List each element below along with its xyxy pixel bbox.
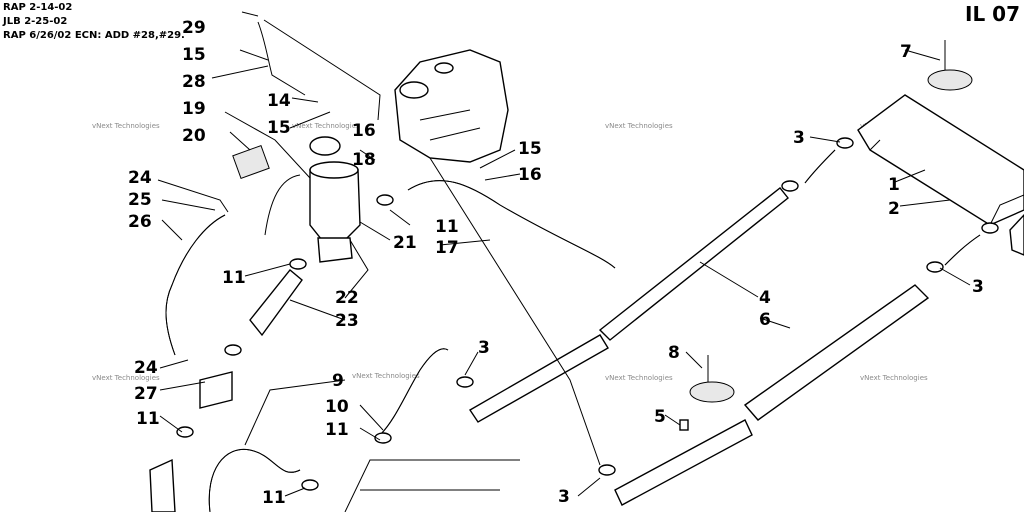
callout-16: 16	[352, 121, 376, 141]
callout-25: 25	[128, 190, 152, 210]
callout-11: 11	[136, 409, 160, 429]
leader-lines	[157, 11, 971, 497]
watermark: vNext Technologies	[92, 374, 160, 382]
callout-15: 15	[518, 139, 542, 159]
diagram-code: IL 07	[965, 2, 1020, 26]
heat-exchanger	[857, 94, 1024, 256]
watermark: vNext Technologies	[292, 122, 360, 130]
callout-16: 16	[518, 165, 542, 185]
watermark: vNext Technologies	[605, 122, 673, 130]
callout-29: 29	[182, 18, 206, 38]
callout-1: 1	[888, 175, 900, 195]
callout-24: 24	[134, 358, 158, 378]
callout-23: 23	[335, 311, 359, 331]
watermarks: vNext Technologies vNext Technologies vN…	[92, 122, 928, 382]
callout-6: 6	[759, 310, 771, 330]
watermark: vNext Technologies	[860, 374, 928, 382]
callout-11: 11	[325, 420, 349, 440]
watermark: vNext Technologies	[352, 372, 420, 380]
callout-11: 11	[222, 268, 246, 288]
callout-27: 27	[134, 384, 158, 404]
callout-20: 20	[182, 126, 206, 146]
callout-9: 9	[332, 371, 344, 391]
callout-14: 14	[267, 91, 291, 111]
callout-22: 22	[335, 288, 359, 308]
callout-2: 2	[888, 199, 900, 219]
callout-18: 18	[352, 150, 376, 170]
callout-24: 24	[128, 168, 152, 188]
callout-5: 5	[654, 407, 666, 427]
callout-3: 3	[793, 128, 805, 148]
callout-8: 8	[668, 343, 680, 363]
callout-3: 3	[558, 487, 570, 507]
revision-note-2: JLB 2-25-02	[3, 16, 68, 27]
callout-15: 15	[267, 118, 291, 138]
revision-note-3: RAP 6/26/02 ECN: ADD #28,#29.	[3, 30, 185, 41]
callout-3: 3	[972, 277, 984, 297]
callout-4: 4	[759, 288, 771, 308]
callout-numbers: 29 15 28 14 19 15 16 20 18 15 16 24 25 2…	[128, 18, 984, 508]
callout-15: 15	[182, 45, 206, 65]
callout-7: 7	[900, 42, 912, 62]
watermark: vNext Technologies	[92, 122, 160, 130]
callout-3: 3	[478, 338, 490, 358]
reservoir-bottle	[309, 136, 361, 263]
coolant-tank	[394, 49, 509, 163]
callout-26: 26	[128, 212, 152, 232]
hose-clamps	[176, 137, 999, 491]
callout-21: 21	[393, 233, 417, 253]
revision-note-1: RAP 2-14-02	[3, 2, 73, 13]
watermark: vNext Technologies	[605, 374, 673, 382]
callout-19: 19	[182, 99, 206, 119]
callout-11: 11	[262, 488, 286, 508]
callout-17: 17	[435, 238, 459, 258]
callout-10: 10	[325, 397, 349, 417]
callout-11: 11	[435, 217, 459, 237]
callout-28: 28	[182, 72, 206, 92]
